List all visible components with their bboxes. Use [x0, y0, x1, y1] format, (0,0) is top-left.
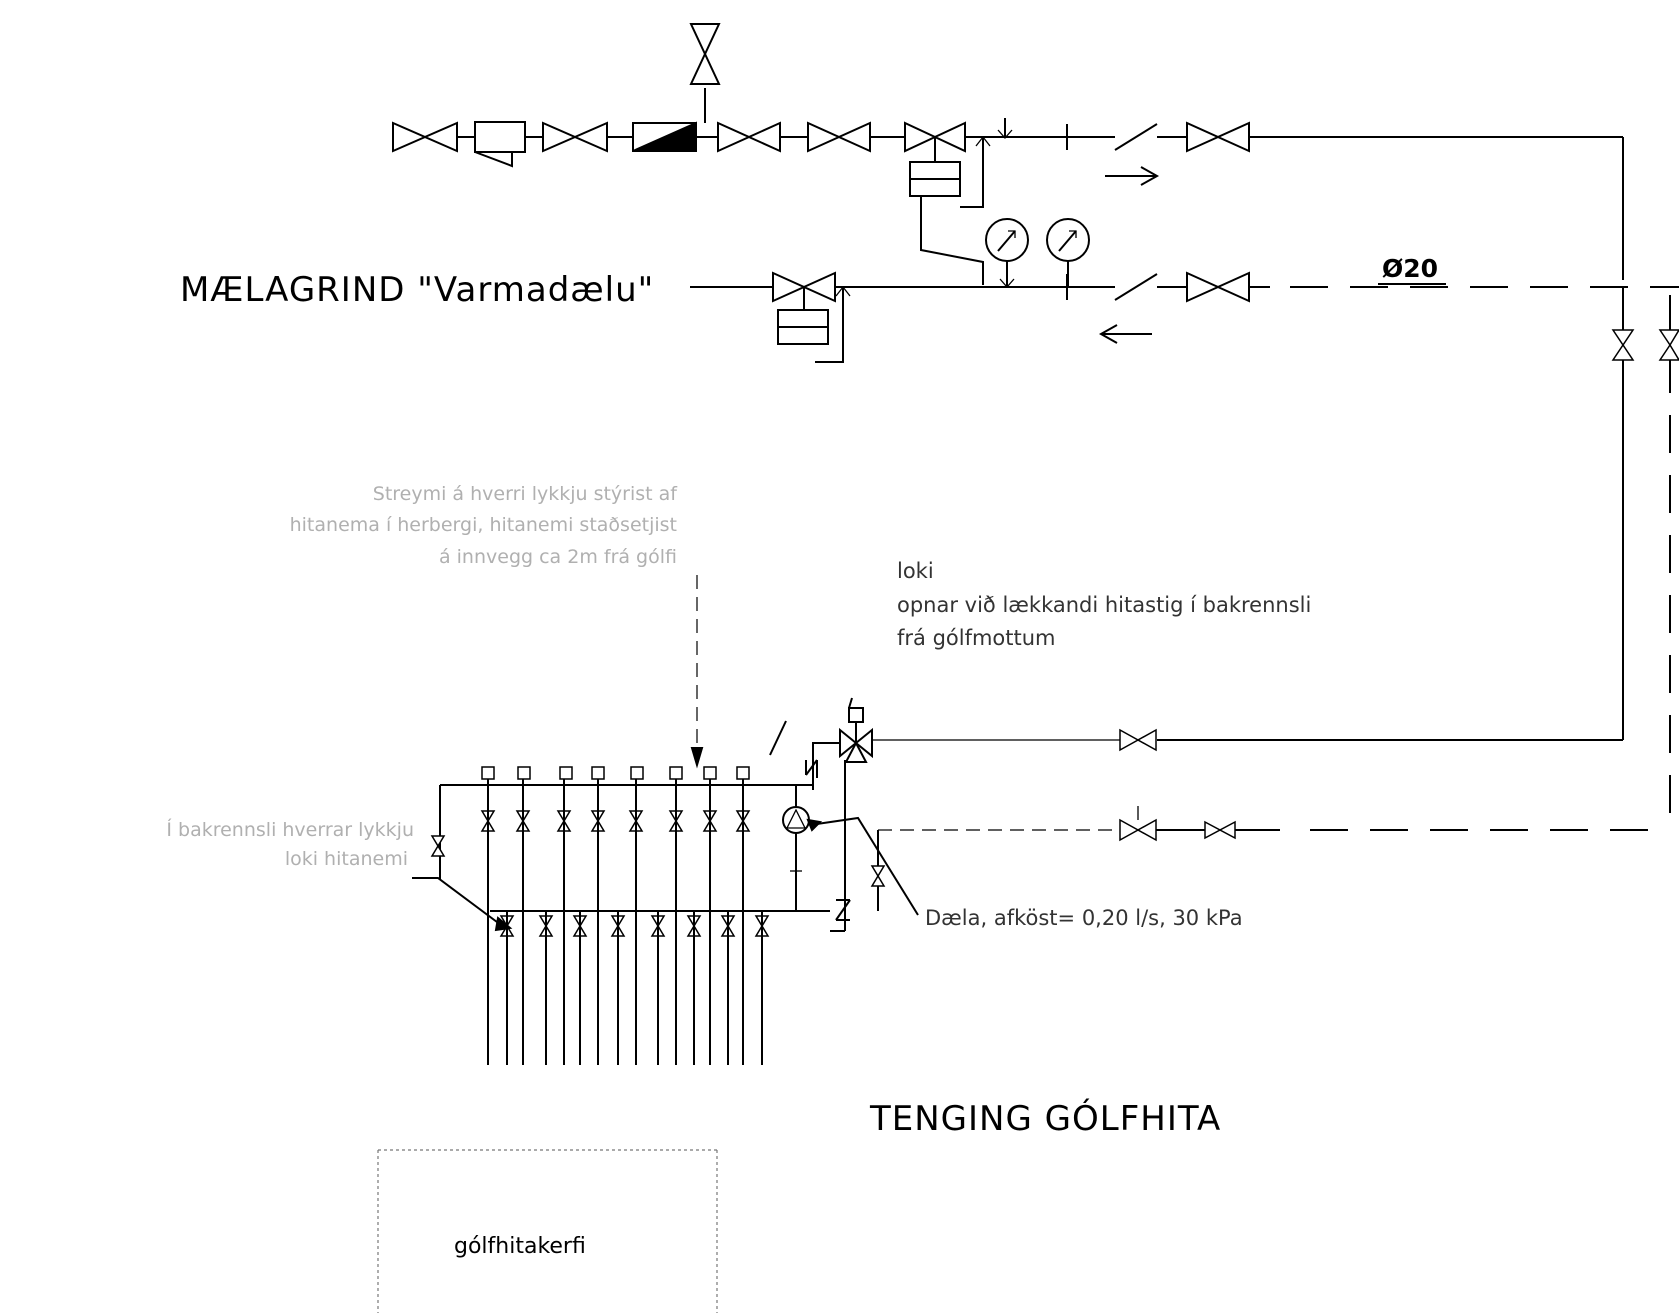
balancing-valve — [1119, 806, 1157, 842]
main-title: MÆLAGRIND "Varmadælu" — [180, 270, 654, 310]
floor-heating-box-label: gólfhitakerfi — [454, 1234, 586, 1259]
check-valve — [805, 759, 818, 778]
check-valve — [835, 899, 851, 921]
thermostat-note-line1: Streymi á hverri lykkju stýrist af — [373, 483, 679, 505]
pressure-gauge-icon — [1046, 218, 1090, 287]
gate-valve — [1186, 121, 1250, 153]
gate-valve — [717, 121, 781, 153]
strainer — [474, 121, 526, 168]
loop-valves-upper — [430, 810, 751, 857]
gate-valve — [1119, 728, 1157, 752]
control-valve — [772, 271, 836, 345]
supply-riser — [1611, 325, 1635, 740]
floor-loops — [487, 779, 763, 1065]
gate-valve — [1186, 271, 1250, 303]
control-valve — [904, 121, 966, 197]
circulation-pump — [782, 785, 810, 911]
gate-valve — [807, 121, 871, 153]
supply-loop-actuators — [481, 766, 750, 780]
gate-valve — [542, 121, 608, 153]
gate-valve — [392, 121, 458, 153]
pressure-gauge-icon — [985, 218, 1029, 288]
thermostat-note-line2: hitanema í herbergi, hitanemi staðsetjis… — [290, 514, 677, 536]
return-note-line1: Í bakrennsli hverrar lykkju — [166, 818, 414, 841]
thermostat-note-line3: á innvegg ca 2m frá gólfi — [439, 546, 677, 568]
heat-meter — [632, 88, 706, 152]
floor-heating-box — [377, 1149, 718, 1313]
thermostat-icon — [769, 720, 787, 756]
return-riser — [1658, 295, 1679, 830]
valve-note-line1: loki — [897, 559, 934, 583]
pump-label: Dæla, afköst= 0,20 l/s, 30 kPa — [925, 906, 1243, 930]
supply-line — [457, 136, 1624, 280]
vent-valve — [689, 23, 721, 85]
valve-note-line2: opnar við lækkandi hitastig í bakrennsli — [897, 593, 1311, 617]
supply-manifold — [439, 784, 770, 880]
flow-arrow-right-icon — [1105, 166, 1160, 186]
gate-valve — [1204, 820, 1236, 840]
mixing-valve — [812, 697, 873, 790]
floor-heating-title: TENGING GÓLFHITA — [869, 1098, 1221, 1139]
pipe-size-label: Ø20 — [1382, 254, 1438, 283]
valve-note-line3: frá gólfmottum — [897, 626, 1056, 650]
flow-arrow-left-icon — [1098, 324, 1152, 344]
return-note-line2: loki hitanemi — [285, 848, 408, 870]
